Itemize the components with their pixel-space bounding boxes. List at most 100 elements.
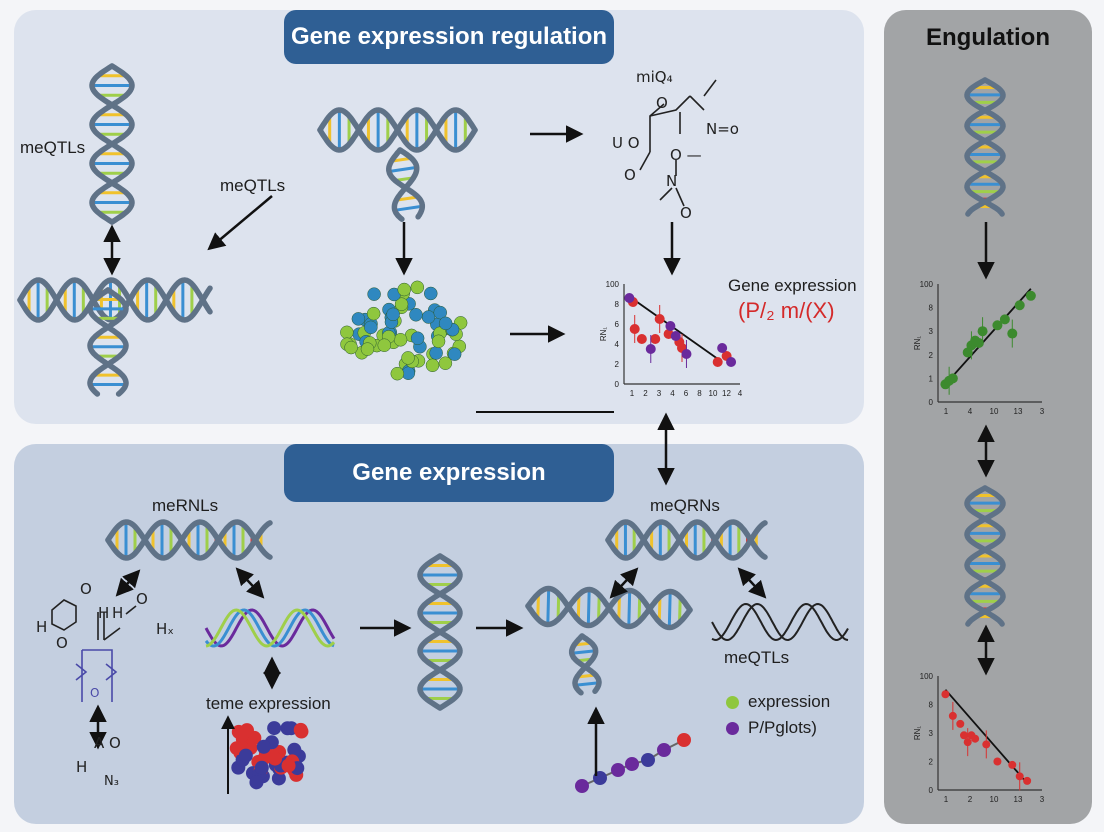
- chem-bond: [103, 627, 121, 641]
- y-tick-label: 1: [929, 374, 934, 383]
- data-point: [992, 320, 1003, 331]
- dna-helix-right-1: [964, 77, 1006, 217]
- y-tick-label: 2: [929, 758, 934, 767]
- chem-o-r: O: [136, 590, 148, 608]
- x-tick-label: 6: [684, 389, 689, 398]
- data-point: [650, 334, 661, 344]
- data-point: [624, 293, 635, 303]
- meqtl-wave: [711, 602, 849, 642]
- y-tick-label: 4: [615, 340, 620, 349]
- engulation-title: Engulation: [926, 24, 1050, 51]
- chem-n3: N₃: [104, 774, 119, 789]
- data-point: [629, 324, 640, 334]
- chem-h-mid: H: [98, 604, 110, 622]
- chem-bond: [51, 599, 77, 631]
- protein-cluster-bottom: [221, 715, 309, 794]
- chem-bond: [105, 663, 118, 681]
- chem-bond: [125, 605, 137, 615]
- y-tick-label: 2: [929, 351, 934, 360]
- dna-helix-right-2: [964, 485, 1006, 627]
- data-point: [971, 734, 980, 743]
- meqtls-label-left: meQTLs: [20, 138, 86, 157]
- x-tick-label: 3: [657, 389, 662, 398]
- data-point: [941, 690, 950, 699]
- x-tick-label: 4: [738, 389, 743, 398]
- data-point: [1023, 776, 1032, 785]
- chem-h-h: H: [112, 604, 124, 622]
- chem-bond: [639, 151, 651, 171]
- x-tick-label: 3: [1040, 795, 1045, 804]
- legend-plots-swatch: [726, 722, 739, 735]
- chem-bond: [659, 187, 673, 201]
- protein-cluster-top: [340, 280, 468, 381]
- x-tick-label: 12: [722, 389, 731, 398]
- dna-helix-merNL: [105, 519, 273, 561]
- y-tick-label: 2: [615, 360, 620, 369]
- regulation-title: Gene expression regulation: [284, 10, 614, 64]
- meqtls-label-mid: meQTLs: [220, 176, 286, 195]
- y-tick-label: 100: [920, 672, 934, 681]
- trend-line: [632, 298, 723, 363]
- x-tick-label: 4: [670, 389, 675, 398]
- chem-o-dash: O —: [670, 146, 702, 164]
- arrow-mernl-right: [235, 567, 265, 599]
- y-axis-label: RN₁: [599, 327, 608, 342]
- chem-n: N: [666, 172, 678, 190]
- x-tick-label: 3: [1040, 407, 1045, 416]
- x-tick-label: 10: [990, 407, 999, 416]
- y-tick-label: 0: [929, 398, 934, 407]
- chem-a-o: A O: [94, 734, 121, 752]
- data-point: [948, 711, 957, 720]
- y-axis-label: RN₁: [913, 726, 922, 741]
- dna-helix-bottom-center: [417, 553, 463, 711]
- chem-o-top: O: [80, 580, 92, 598]
- y-tick-label: 8: [929, 701, 934, 710]
- arrow-mernl-left: [115, 569, 141, 597]
- meqtls-label-bottom: meQTLs: [724, 648, 790, 667]
- x-tick-label: 10: [990, 795, 999, 804]
- data-point: [993, 757, 1002, 766]
- chem-h-left: H: [36, 618, 48, 636]
- data-point: [956, 719, 965, 728]
- y-axis-label: RN₁: [913, 336, 922, 351]
- data-point: [1014, 300, 1025, 311]
- data-point: [681, 349, 692, 359]
- chem-o3: O: [680, 204, 692, 222]
- y-tick-label: 8: [929, 304, 934, 313]
- data-point: [973, 338, 984, 348]
- x-tick-label: 2: [968, 795, 973, 804]
- y-tick-label: 100: [920, 280, 934, 289]
- data-point: [1007, 328, 1018, 339]
- chem-u-o: U O: [612, 134, 640, 152]
- chem-miq: miQ₄: [636, 68, 673, 86]
- y-tick-label: 100: [606, 280, 620, 289]
- chem-bond: [82, 649, 113, 702]
- meqrns-label: meQRNs: [650, 496, 720, 515]
- arrow-meqtl-diagonal: [207, 195, 273, 251]
- data-point: [982, 740, 991, 749]
- dna-helix-bottom-mid-stem: [568, 633, 602, 696]
- x-tick-label: 13: [1014, 407, 1023, 416]
- data-point: [670, 331, 681, 341]
- data-point: [999, 314, 1010, 325]
- legend-expression-label: expression: [748, 692, 831, 711]
- y-tick-label: 8: [615, 300, 620, 309]
- formula-label: (P/₂ m/(X): [738, 298, 835, 323]
- rna-strand-wave: [204, 608, 336, 648]
- dna-helix-top-center: [317, 107, 478, 153]
- data-point: [636, 334, 647, 344]
- data-point: [1025, 290, 1036, 301]
- chem-o-ring: O: [90, 686, 100, 700]
- data-point: [654, 314, 665, 324]
- data-point: [1008, 760, 1017, 769]
- x-tick-label: 13: [1014, 795, 1023, 804]
- chem-bond: [689, 95, 705, 111]
- data-point: [963, 738, 972, 747]
- data-point: [977, 326, 988, 337]
- data-point: [960, 731, 968, 740]
- chem-h-bot: H: [76, 758, 88, 776]
- data-point: [665, 321, 676, 331]
